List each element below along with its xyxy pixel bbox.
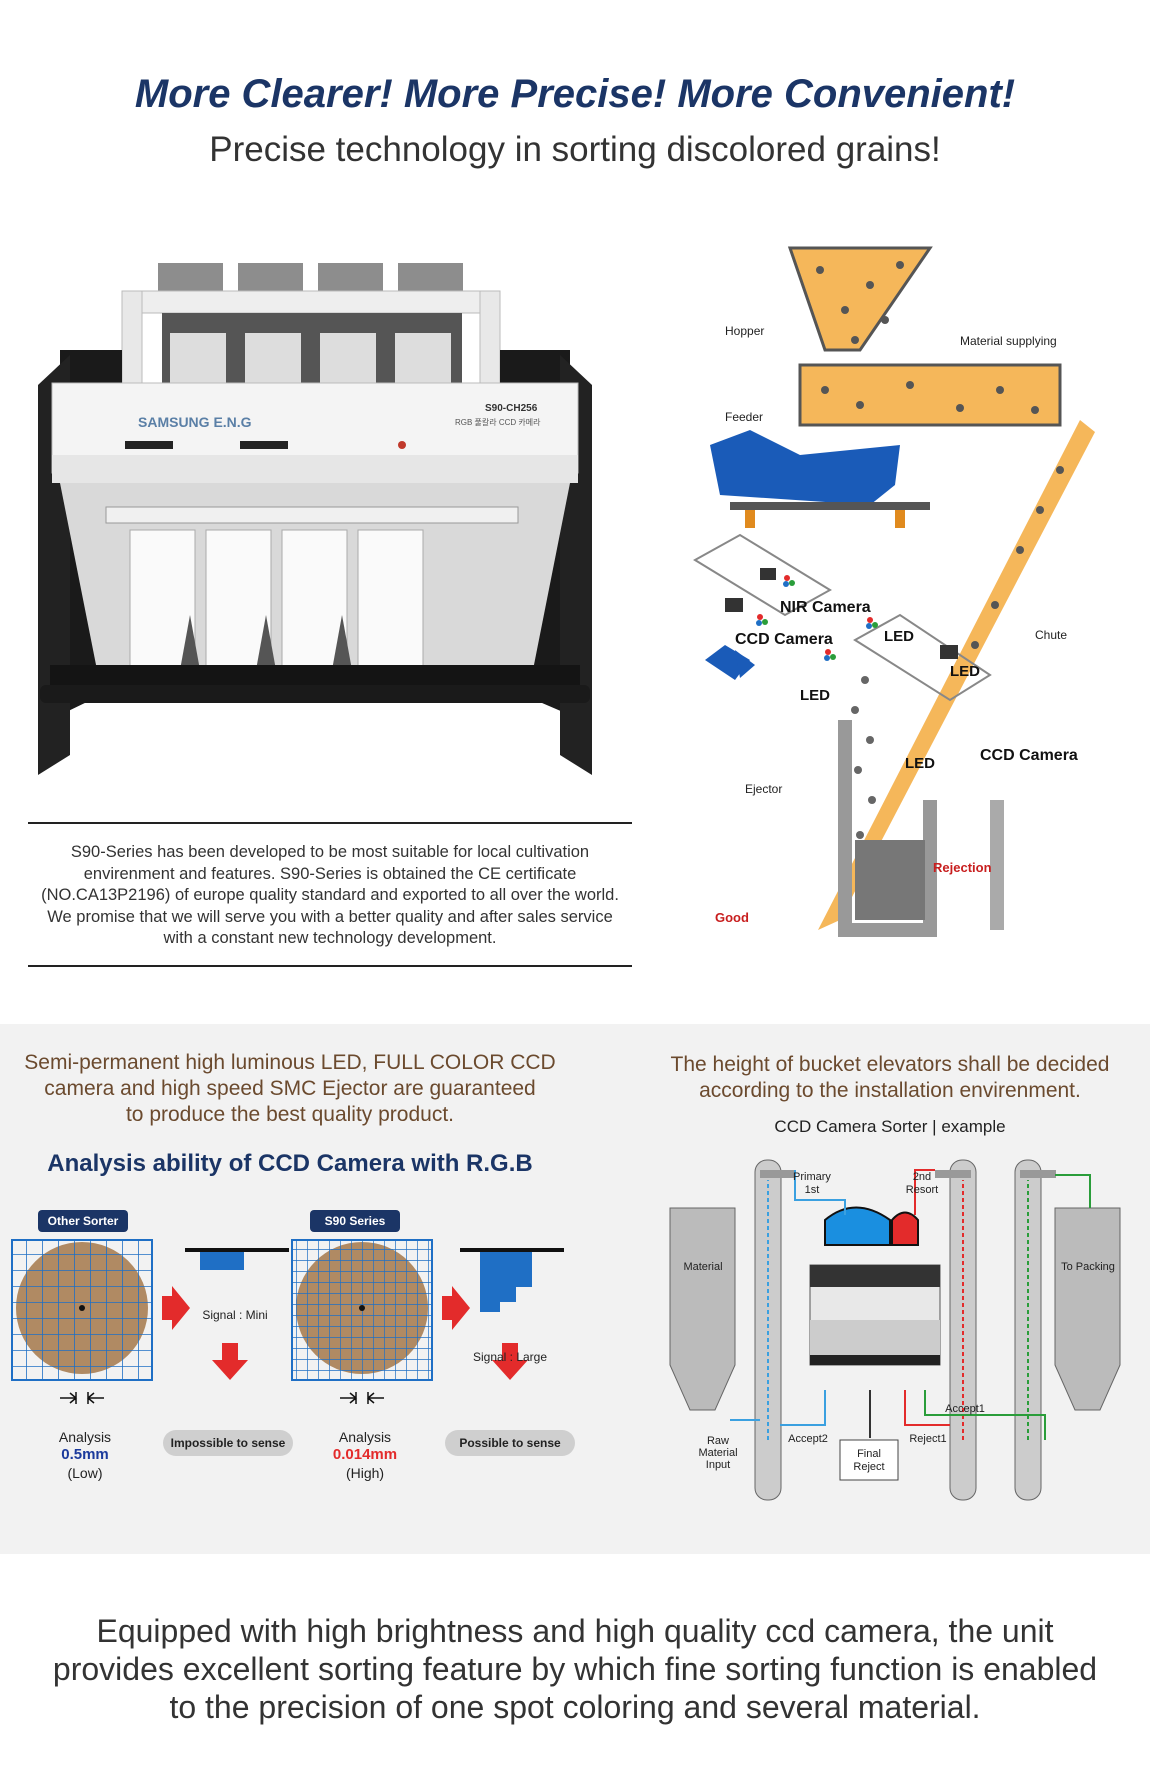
good-label: Good [715, 910, 749, 925]
analysis-other-value: 0.5mm [61, 1446, 109, 1463]
sorter-machine-image: SAMSUNG E.N.G S90-CH256 RGB 풀칼라 CCD 카메라 [38, 263, 592, 775]
material-silo-label: Material [683, 1261, 722, 1273]
sorting-diagram: Hopper Material supplying Feeder NIR Cam… [693, 246, 1095, 937]
s90-series-badge: S90 Series [310, 1210, 400, 1232]
description-line: We promise that we will serve you with a… [47, 907, 613, 926]
analysis-other-block: Analysis 0.5mm (Low) [35, 1428, 135, 1482]
page-title: More Clearer! More Precise! More Conveni… [134, 72, 1016, 116]
ccd-camera-label-1: CCD Camera [735, 631, 833, 648]
signal-large-label: Signal : Large [472, 1350, 548, 1364]
led-label-1: LED [884, 628, 914, 645]
description-line: (NO.CA13P2196) of europe quality standar… [41, 886, 619, 904]
primary-label: Primary [793, 1171, 831, 1183]
footer-line: to the precision of one spot coloring an… [169, 1689, 981, 1725]
chute-label: Chute [1035, 628, 1067, 642]
raw-label-3: Input [706, 1459, 730, 1471]
material-supplying-label: Material supplying [960, 334, 1057, 348]
led-label-3: LED [950, 663, 980, 680]
analysis-s90-block: Analysis 0.014mm (High) [315, 1428, 415, 1482]
description-line: with a constant new technology developme… [163, 929, 497, 947]
divider-top [28, 822, 632, 824]
nir-camera-label: NIR Camera [780, 599, 871, 616]
feeder-label: Feeder [725, 410, 763, 424]
possible-to-sense-pill: Possible to sense [445, 1430, 575, 1456]
flow-diagram: Material To Packing Primary 1st 2nd Reso… [669, 1159, 1121, 1501]
footer-line: Equipped with high brightness and high q… [96, 1613, 1054, 1649]
primary-sub-label: 1st [805, 1184, 820, 1196]
footer-text: Equipped with high brightness and high q… [20, 1612, 1130, 1726]
analysis-s90-value: 0.014mm [332, 1446, 398, 1463]
ejector-label: Ejector [745, 782, 782, 796]
accept2-label: Accept2 [788, 1433, 828, 1445]
raw-label-1: Raw [707, 1435, 729, 1447]
brand-logo: SAMSUNG E.N.G [138, 414, 252, 430]
description-line: S90-Series has been developed to be most… [70, 843, 590, 861]
feature-text-right: The height of bucket elevators shall be … [670, 1053, 1110, 1102]
model-label: S90-CH256 [485, 403, 538, 414]
led-label-4: LED [905, 755, 935, 772]
footer-line: provides excellent sorting feature by wh… [52, 1651, 1098, 1687]
analysis-comparison-graphic [11, 1239, 564, 1404]
other-sorter-badge: Other Sorter [38, 1210, 128, 1232]
hopper-label: Hopper [725, 324, 764, 338]
description-text: S90-Series has been developed to be most… [20, 842, 640, 950]
raw-label-2: Material [698, 1447, 737, 1459]
reject1-label: Reject1 [909, 1433, 946, 1445]
model-sub-label: RGB 풀칼라 CCD 카메라 [455, 418, 541, 427]
divider-bottom [28, 965, 632, 967]
analysis-title: Analysis ability of CCD Camera with R.G.… [47, 1150, 533, 1177]
to-packing-label: To Packing [1061, 1261, 1115, 1273]
accept1-label: Accept1 [945, 1403, 985, 1415]
rejection-label: Rejection [933, 860, 992, 875]
final-reject-label-2: Reject [853, 1461, 884, 1473]
led-label-2: LED [800, 687, 830, 704]
page-subtitle: Precise technology in sorting discolored… [209, 130, 941, 169]
final-reject-label-1: Final [857, 1448, 881, 1460]
second-label: 2nd [913, 1171, 931, 1183]
feature-text-left: Semi-permanent high luminous LED, FULL C… [24, 1051, 556, 1126]
description-line: envirenment and features. S90-Series is … [83, 864, 577, 883]
second-sub-label: Resort [906, 1184, 938, 1196]
signal-mini-label: Signal : Mini [202, 1308, 268, 1322]
impossible-to-sense-pill: Impossible to sense [163, 1430, 293, 1456]
example-title: CCD Camera Sorter | example [774, 1117, 1006, 1136]
ccd-camera-label-2: CCD Camera [980, 747, 1078, 764]
